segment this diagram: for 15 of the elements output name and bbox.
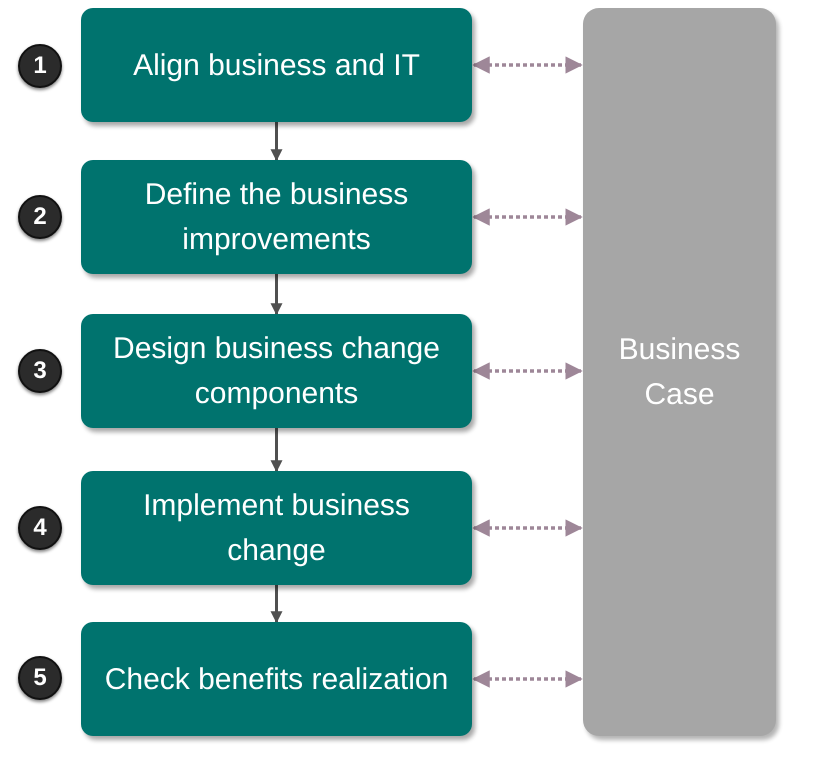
arrow <box>270 428 282 472</box>
dotted-double-arrow <box>472 670 583 688</box>
dotted-double-arrow <box>472 208 583 226</box>
process-box: Design business change components <box>81 314 472 428</box>
dotted-double-arrow <box>472 519 583 537</box>
side-panel: Business Case <box>583 8 776 736</box>
arrow <box>270 122 282 162</box>
dotted-double-arrow <box>472 362 583 380</box>
arrow <box>270 585 282 624</box>
dotted-double-arrow <box>472 56 583 74</box>
arrow <box>270 274 282 316</box>
process-box: Define the business improvements <box>81 160 472 274</box>
process-box: Implement business change <box>81 471 472 585</box>
process-box: Align business and IT <box>81 8 472 122</box>
process-box: Check benefits realization <box>81 622 472 736</box>
